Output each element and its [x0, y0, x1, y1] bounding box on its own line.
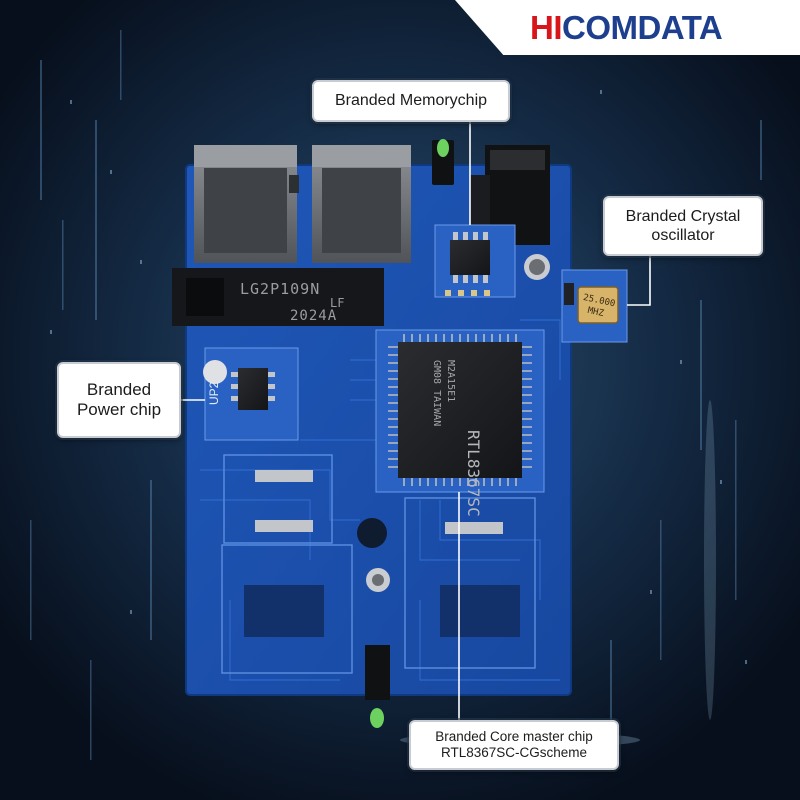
- core-callout-line2: RTL8367SC-CGscheme: [440, 745, 588, 760]
- label-chip: LG2P109N LF 2024A: [172, 268, 384, 326]
- logo-footprint: [357, 518, 387, 548]
- callout-leaders: [181, 122, 651, 720]
- transformer-footprints: [221, 454, 536, 674]
- status-led-bottom: [365, 645, 390, 728]
- main-chip-line3: GM08 TAIWAN: [431, 360, 442, 426]
- label-chip-line2: LF: [330, 296, 344, 310]
- status-led-top: [432, 139, 454, 185]
- label-chip-line1: LG2P109N: [240, 280, 320, 298]
- crystal-callout-line2: oscillator: [651, 227, 715, 244]
- data-dots: [50, 90, 747, 664]
- logo-hi: HI: [530, 9, 563, 46]
- data-streaks: [30, 30, 762, 760]
- label-chip-line3: 2024A: [290, 308, 337, 324]
- brand-logo: HICOMDATA: [530, 9, 723, 46]
- rj45-jack-1: [194, 145, 299, 263]
- power-callout-line2: Power chip: [76, 400, 162, 419]
- core-chip-callout: Branded Core master chip RTL8367SC-CGsch…: [409, 720, 619, 770]
- logo-rest: COMDATA: [562, 9, 723, 46]
- memory-chip-callout: Branded Memorychip: [312, 80, 510, 122]
- crystal-oscillator: 25.000 MHZ: [561, 269, 628, 343]
- power-chip-label: UP2: [207, 381, 221, 405]
- power-chip: UP2: [203, 347, 299, 441]
- memory-callout-line1: Branded Memorychip: [334, 92, 488, 110]
- main-switch-chip: RTL8367SC M2A15E1 GM08 TAIWAN: [375, 329, 545, 517]
- memory-chip: [434, 224, 516, 298]
- main-chip-line2: M2A15E1: [445, 360, 456, 402]
- logo-banner: [455, 0, 800, 55]
- crystal-line2: MHZ: [587, 306, 606, 319]
- crystal-callout-line1: Branded Crystal: [625, 207, 741, 225]
- power-chip-callout: Branded Power chip: [57, 362, 181, 438]
- transformer-cutouts: [244, 585, 520, 637]
- dc-power-jack: [470, 145, 550, 245]
- pcb-traces: [200, 319, 561, 681]
- core-callout-line1: Branded Core master chip: [435, 728, 593, 744]
- rj45-jack-2: [312, 145, 411, 263]
- crystal-callout: Branded Crystal oscillator: [603, 196, 763, 256]
- power-callout-line1: Branded: [86, 379, 152, 399]
- main-chip-line1: RTL8367SC: [464, 430, 483, 517]
